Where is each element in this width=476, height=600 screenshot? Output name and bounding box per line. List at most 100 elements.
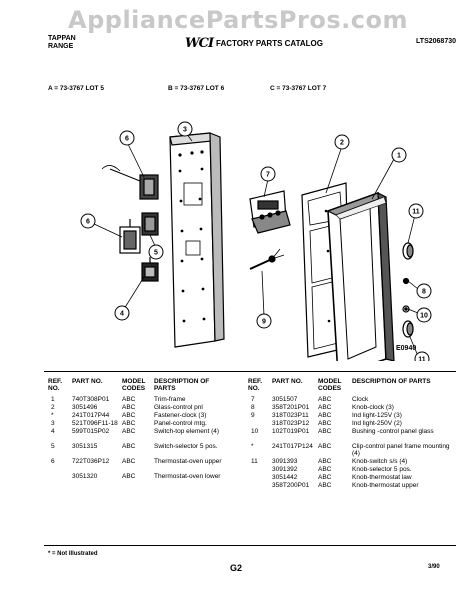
callout-7: 7 [260,166,276,182]
cell-model: ABC [318,404,332,411]
cell-model: ABC [318,466,332,473]
cell-desc: Knob-thermostat law [352,474,412,481]
catalog-header: WCI FACTORY PARTS CATALOG [185,36,323,51]
callout-8: 8 [416,283,432,299]
header-model: MODEL CODES [122,378,146,392]
cell-part: 740T308P01 [72,396,110,403]
cell-desc: Switch-top element (4) [154,428,220,435]
header-desc: DESCRIPTION OF PARTS [154,378,210,392]
cell-ref: 9 [251,412,255,419]
cell-ref: 11 [251,458,258,465]
cell-desc: Trim-frame [154,396,186,403]
lot-b: B = 73-3767 LOT 6 [168,85,225,92]
svg-text:6: 6 [125,136,129,143]
bushing-part [402,305,410,313]
svg-text:11: 11 [418,357,426,362]
cell-part: 102T019P01 [272,428,310,435]
svg-text:7: 7 [266,172,270,179]
callout-6: 6 [119,130,135,146]
cell-part: 318T023P11 [272,412,309,419]
cell-part: 3091393 [272,458,298,465]
knob-switch-part-lower [402,320,414,338]
cell-desc: Bushing -control panel glass [352,428,434,435]
cell-ref: 7 [251,396,255,403]
cell-desc: Knob-thermostat upper [352,482,419,489]
thermostat-lower-part [119,219,141,254]
callout-1: 1 [391,147,407,163]
table-header: REF. NO. PART NO. MODEL CODES DESCRIPTIO… [48,378,248,396]
cell-model: ABC [122,420,136,427]
svg-text:9: 9 [262,319,266,326]
callout-2: 2 [334,134,350,150]
callout-3: 3 [177,121,193,137]
catalog-date: 3/90 [428,564,440,570]
svg-text:2: 2 [340,140,344,147]
exploded-parts-diagram: 1 2 3 4 5 6 7 8 9 10 11 11 6 [80,121,432,362]
catalog-part-number: LTS2068730 [416,38,456,45]
cell-desc: Ind light-250V (2) [352,420,402,427]
switch-selector-part [141,212,159,236]
cell-part: 722T036P12 [72,458,110,465]
diagram-code: E0940 [396,345,417,352]
cell-ref: 5 [51,443,55,450]
cell-part: 3091392 [272,466,298,473]
lot-c: C = 73-3767 LOT 7 [270,85,327,92]
svg-text:6: 6 [86,219,90,226]
cell-part: 358T200P01 [272,482,310,489]
callout-11-lower: 11 [414,351,430,362]
product-type: RANGE [48,43,74,50]
cell-model: ABC [122,412,136,419]
parts-table-right: REF. NO. PART NO. MODEL CODES DESCRIPTIO… [248,378,458,497]
cell-part: 599T015P02 [72,428,110,435]
svg-text:3: 3 [183,127,187,134]
cell-desc: Knob-clock (3) [352,404,394,411]
callout-leaders [91,132,419,357]
header-desc: DESCRIPTION OF PARTS [352,378,431,385]
cell-model: ABC [122,404,136,411]
callout-6-lower: 6 [80,213,96,229]
cell-desc: Thermostat-oven lower [154,473,221,480]
cell-desc: Ind light-125V (3) [352,412,402,419]
cell-model: ABC [122,443,136,450]
svg-text:10: 10 [420,313,428,320]
divider-top [44,371,456,372]
cell-part: 318T023P12 [272,420,310,427]
divider-bottom [44,545,456,546]
svg-text:8: 8 [422,289,426,296]
lot-a: A = 73-3767 LOT 5 [48,85,104,92]
cell-part: 358T201P01 [272,404,310,411]
indicator-light-part [249,248,285,270]
cell-model: ABC [318,396,332,403]
control-panel-mounting-part [169,132,225,348]
cell-part: 3051496 [72,404,98,411]
knob-clock-part [402,277,410,285]
header-part: PART NO. [272,378,303,385]
cell-model: ABC [122,396,136,403]
page-number: G2 [230,563,243,573]
cell-part: 3051320 [72,473,98,480]
callout-5: 5 [148,244,164,260]
wci-logo: WCI [185,36,214,51]
svg-text:1: 1 [397,153,401,160]
switch-top-element-part [141,257,159,282]
callout-10: 10 [416,307,432,323]
clock-part [249,190,291,234]
header-part: PART NO. [72,378,103,385]
cell-model: ABC [318,412,332,419]
cell-ref: 2 [51,404,55,411]
